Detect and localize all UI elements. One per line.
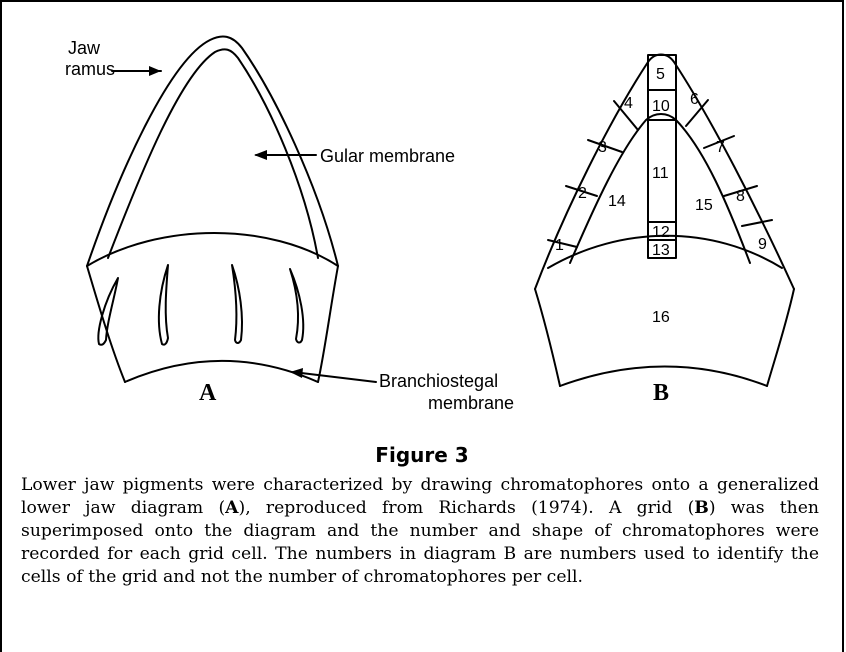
panel-b-letter: B bbox=[653, 380, 669, 406]
figure-diagrams: Jaw ramus Gular membrane Branchiostegal … bbox=[0, 0, 846, 440]
label-branchiostegal-line1: Branchiostegal bbox=[379, 371, 498, 391]
label-jaw-line2: ramus bbox=[65, 59, 115, 79]
cell-10: 10 bbox=[652, 98, 670, 115]
cell-2: 2 bbox=[578, 185, 587, 202]
cell-7: 7 bbox=[716, 139, 725, 156]
caption-bold-a: A bbox=[225, 498, 238, 518]
label-branchiostegal-line2: membrane bbox=[428, 393, 514, 413]
cell-9: 9 bbox=[758, 236, 767, 253]
cell-14: 14 bbox=[608, 193, 626, 210]
cell-6: 6 bbox=[690, 91, 699, 108]
b-left-side bbox=[535, 289, 560, 386]
branchiostegal-bottom-arc bbox=[125, 361, 318, 382]
arrow-gular-membrane bbox=[254, 150, 316, 160]
jaw-ramus-inner bbox=[108, 49, 318, 258]
caption-part-2: ), reproduced from Richards (1974). A gr… bbox=[239, 498, 695, 518]
cell-3: 3 bbox=[598, 139, 607, 156]
b-right-side bbox=[767, 289, 794, 386]
cell-4: 4 bbox=[624, 95, 633, 112]
panel-a-letter: A bbox=[199, 380, 217, 406]
diagram-a bbox=[87, 36, 376, 382]
branchiostegal-left-side bbox=[87, 266, 125, 382]
figure-title: Figure 3 bbox=[0, 443, 844, 467]
label-jaw-line1: Jaw bbox=[68, 38, 101, 58]
branchiostegal-right-side bbox=[318, 266, 338, 382]
cell-15: 15 bbox=[695, 197, 713, 214]
branchiostegal-ray-2 bbox=[159, 265, 168, 345]
cell-8: 8 bbox=[736, 188, 745, 205]
branchiostegal-ray-3 bbox=[232, 265, 242, 343]
cell-5: 5 bbox=[656, 66, 665, 83]
cell-13: 13 bbox=[652, 242, 670, 259]
cell-12: 12 bbox=[652, 224, 670, 241]
cell-16: 16 bbox=[652, 309, 670, 326]
caption-bold-b: B bbox=[694, 498, 709, 518]
figure-caption: Lower jaw pigments were characterized by… bbox=[21, 474, 819, 589]
cell-1: 1 bbox=[555, 237, 564, 254]
arrow-jaw-ramus bbox=[112, 66, 161, 76]
branchiostegal-top-arc bbox=[87, 233, 338, 266]
label-gular-membrane: Gular membrane bbox=[320, 146, 455, 166]
diagram-b-cell-numbers: 1 2 3 4 5 6 7 8 9 10 11 12 13 14 15 16 bbox=[555, 66, 767, 326]
branchiostegal-ray-4 bbox=[290, 269, 303, 343]
cell-11: 11 bbox=[652, 165, 669, 182]
